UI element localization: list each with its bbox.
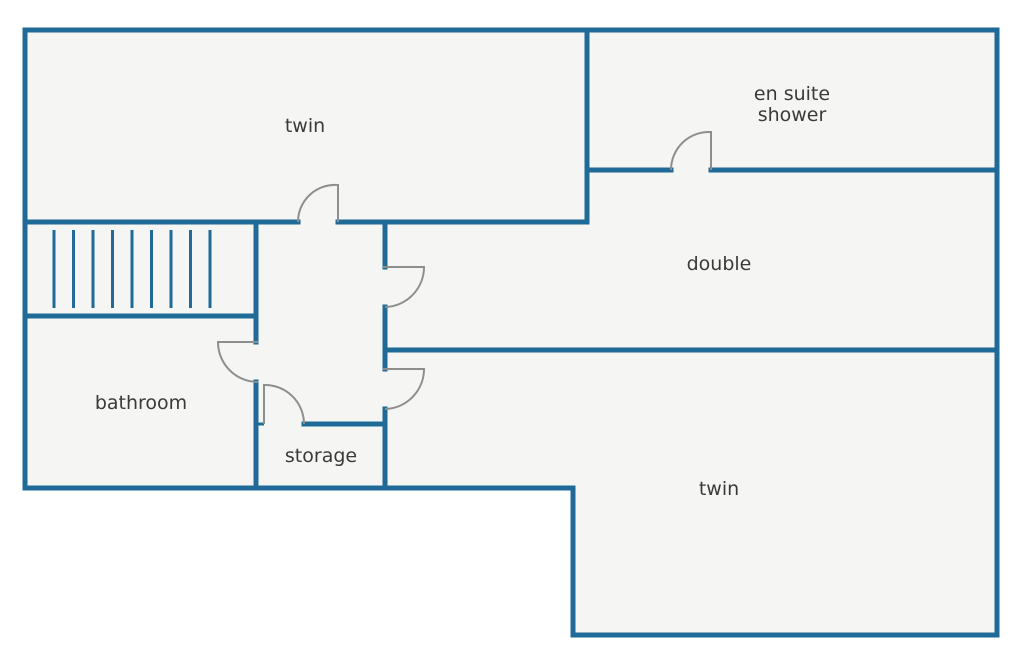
room-label-twin-bottom: twin [699, 478, 739, 500]
doors [216, 130, 712, 425]
door-bathroom [216, 341, 259, 383]
door-twin-top [296, 183, 339, 223]
room-label-en-suite-line1: en suite [754, 83, 830, 105]
room-label-twin-top: twin [285, 115, 325, 137]
outer-wall [22, 27, 1000, 638]
floor-area [25, 30, 997, 635]
room-label-bathroom: bathroom [95, 392, 187, 414]
walls [22, 27, 1000, 638]
door-twin-bottom [383, 368, 426, 410]
staircase [52, 230, 212, 308]
door-double [383, 266, 426, 308]
door-storage [263, 383, 305, 425]
door-ensuite [669, 130, 712, 171]
room-label-storage: storage [285, 445, 357, 467]
room-label-double: double [687, 253, 752, 275]
room-label-en-suite-line2: shower [758, 104, 827, 126]
